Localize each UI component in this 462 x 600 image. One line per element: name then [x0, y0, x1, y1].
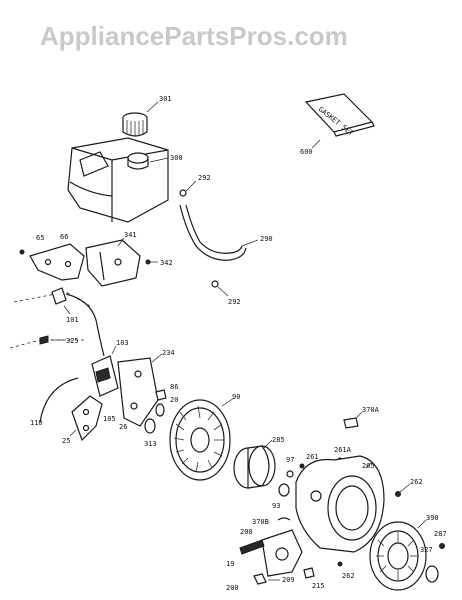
screw-262-bottom[interactable] [337, 561, 343, 567]
callout-200-bottom: 200 [226, 584, 239, 592]
callout-290: 290 [260, 235, 273, 243]
gasket-set[interactable]: GASKET SET [304, 93, 375, 138]
watermark-text: AppliancePartsPros.com [40, 21, 348, 51]
tank-bracket-left[interactable] [19, 243, 85, 281]
bracket-25[interactable] [71, 395, 103, 442]
carburetor[interactable] [239, 529, 303, 577]
fuel-tank[interactable] [67, 137, 169, 223]
callout-209: 209 [282, 576, 295, 584]
callout-285: 285 [272, 436, 285, 444]
screw-287[interactable] [439, 543, 445, 549]
callout-26: 26 [119, 423, 127, 431]
rewind-starter[interactable] [369, 521, 427, 591]
air-baffle[interactable] [117, 357, 159, 427]
callout-105: 105 [103, 415, 116, 423]
callout-370a: 370A [362, 406, 380, 414]
callout-65: 65 [36, 234, 44, 242]
blower-housing[interactable] [295, 455, 385, 553]
callout-25: 25 [62, 437, 70, 445]
callout-287: 287 [434, 530, 447, 538]
handle-327[interactable] [425, 565, 439, 583]
callout-110: 110 [30, 419, 43, 427]
callout-262-right: 262 [410, 478, 423, 486]
callout-292-top: 292 [198, 174, 211, 182]
callout-600: 600 [300, 148, 313, 156]
fuel-line[interactable] [179, 189, 247, 288]
part-215[interactable] [303, 567, 315, 579]
washer-97[interactable] [286, 470, 294, 478]
callout-370b: 370B [252, 518, 269, 526]
callout-300: 300 [170, 154, 183, 162]
spark-plug-boot[interactable] [51, 287, 105, 357]
fuel-cap[interactable] [122, 112, 148, 137]
callout-390: 390 [426, 514, 439, 522]
key-86[interactable] [155, 389, 167, 401]
flywheel-nut[interactable] [144, 418, 156, 434]
ignition-module[interactable] [91, 355, 119, 397]
callout-342: 342 [160, 259, 173, 267]
spring-370b[interactable] [277, 517, 291, 521]
callout-20: 20 [170, 396, 178, 404]
nut-93[interactable] [278, 483, 290, 497]
callout-327: 327 [420, 546, 433, 554]
callout-90: 90 [232, 393, 240, 401]
callout-292-bottom: 292 [228, 298, 241, 306]
callout-86: 86 [170, 383, 178, 391]
callout-19: 19 [226, 560, 234, 568]
clip-209[interactable] [253, 573, 280, 585]
callout-103: 103 [116, 339, 129, 347]
screw-325[interactable] [39, 335, 49, 345]
starter-cup[interactable] [233, 445, 276, 489]
washer-20[interactable] [155, 403, 165, 417]
callout-265: 265 [362, 462, 375, 470]
callout-313: 313 [144, 440, 157, 448]
callout-66: 66 [60, 233, 68, 241]
callout-200-top: 200 [240, 528, 253, 536]
callout-341: 341 [124, 231, 137, 239]
callout-261a: 261A [334, 446, 352, 454]
callout-93: 93 [272, 502, 280, 510]
callout-261: 261 [306, 453, 319, 461]
callout-97: 97 [286, 456, 294, 464]
screw-262-right[interactable] [395, 483, 411, 497]
flywheel[interactable] [169, 399, 231, 481]
spring-370a[interactable] [343, 417, 359, 429]
callout-215: 215 [312, 582, 325, 590]
tank-bracket-right[interactable] [85, 239, 151, 287]
callout-262-bottom: 262 [342, 572, 355, 580]
screw-261[interactable] [299, 463, 305, 469]
callout-301: 301 [159, 95, 172, 103]
callout-325: 325 [66, 337, 79, 345]
callout-234: 234 [162, 349, 175, 357]
callout-101: 101 [66, 316, 79, 324]
